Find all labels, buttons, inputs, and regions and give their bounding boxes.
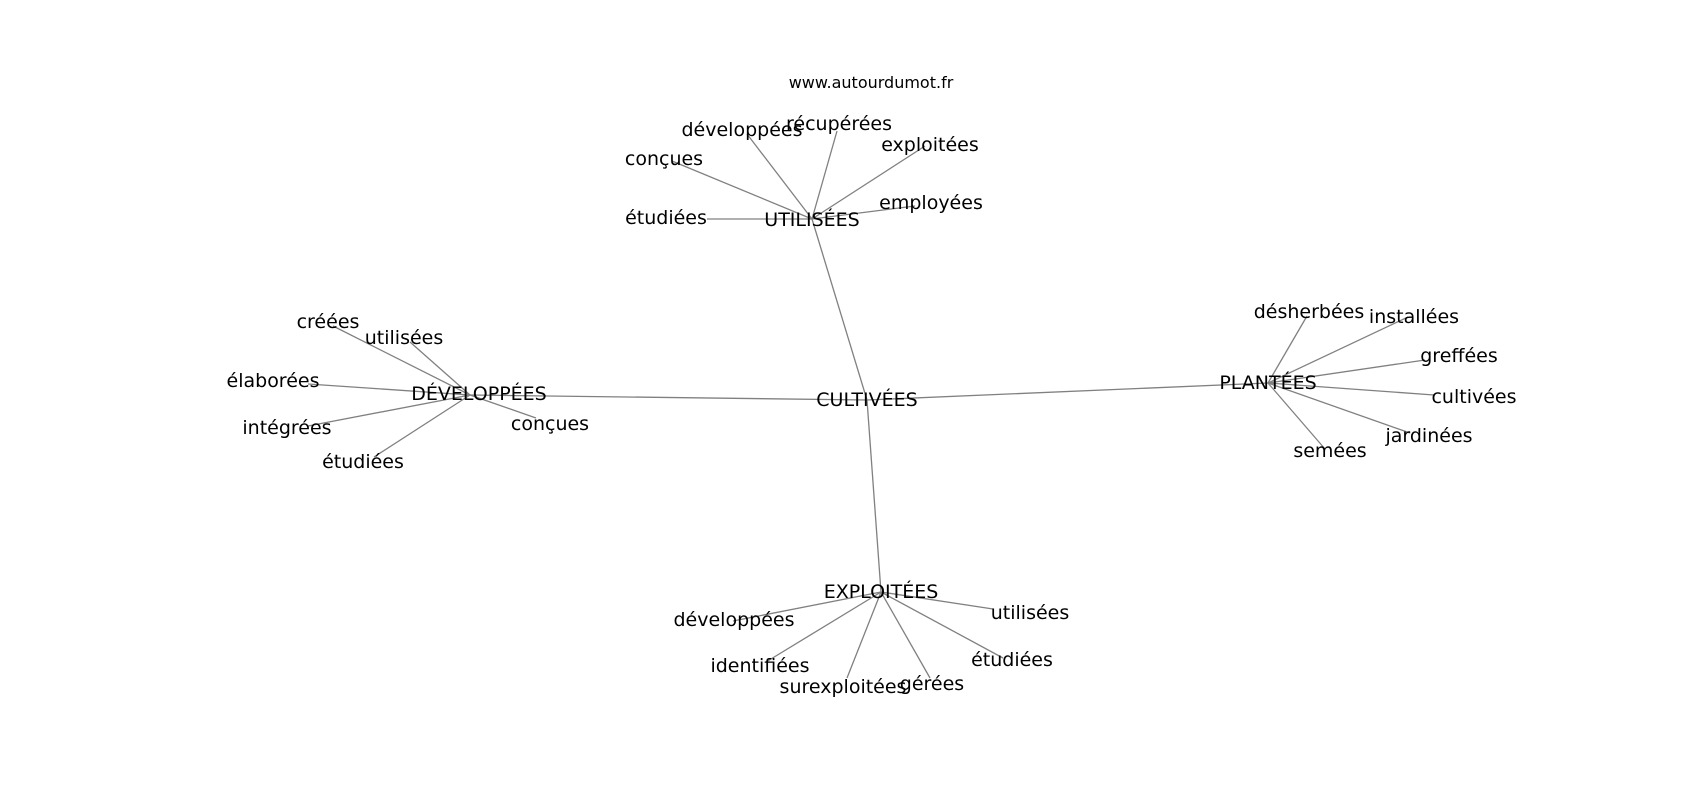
edge-center-utilisees	[811, 218, 868, 401]
leaf-word: créées	[297, 311, 360, 333]
edge-exploitees-1	[765, 591, 882, 663]
edge-center-exploitees	[866, 399, 882, 593]
leaf-word: désherbées	[1254, 301, 1365, 323]
leaf-word: récupérées	[786, 113, 892, 135]
edge-developpees-5	[469, 394, 537, 419]
leaf-word: identifiées	[710, 655, 809, 677]
leaf-word: cultivées	[1431, 386, 1516, 408]
hub-word-utilisees: UTILISÉES	[764, 208, 859, 231]
leaf-word: utilisées	[991, 602, 1070, 624]
edge-exploitees-2	[846, 591, 882, 679]
edge-plantees-5	[1267, 382, 1326, 450]
edge-developpees-3	[307, 394, 471, 427]
leaf-word: utilisées	[365, 327, 444, 349]
edges-layer	[307, 130, 1435, 679]
leaf-word: greffées	[1420, 345, 1498, 367]
leaf-word: étudiées	[322, 451, 404, 473]
edge-developpees-0	[332, 325, 471, 396]
edge-plantees-0	[1267, 315, 1308, 384]
hub-word-developpees: DÉVELOPPÉES	[411, 382, 547, 405]
edge-exploitees-5	[880, 591, 994, 610]
edge-plantees-4	[1267, 382, 1411, 434]
edge-utilisees-3	[811, 130, 838, 220]
leaf-word: étudiées	[625, 207, 707, 229]
leaf-word: développées	[674, 609, 795, 631]
source-url: www.autourdumot.fr	[789, 73, 954, 92]
edge-utilisees-1	[671, 160, 813, 220]
edge-exploitees-3	[880, 591, 931, 679]
leaf-word: intégrées	[242, 417, 331, 439]
leaf-word: développées	[682, 119, 803, 141]
edge-utilisees-2	[746, 133, 813, 220]
edge-developpees-1	[409, 341, 471, 396]
leaf-word: gérées	[900, 673, 964, 695]
edge-developpees-4	[373, 394, 471, 458]
labels-layer: www.autourdumot.fr CULTIVÉES UTILISÉES ét…	[227, 73, 1517, 698]
edge-plantees-3	[1267, 382, 1435, 396]
edge-developpees-2	[307, 383, 471, 396]
hub-word-plantees: PLANTÉES	[1219, 371, 1316, 394]
edge-center-developpees	[469, 394, 868, 401]
leaf-word: conçues	[625, 148, 703, 170]
leaf-word: conçues	[511, 413, 589, 435]
leaf-word: exploitées	[881, 134, 979, 156]
leaf-word: semées	[1293, 440, 1366, 462]
edge-exploitees-4	[880, 591, 1004, 659]
edge-utilisees-4	[811, 145, 926, 220]
leaf-word: installées	[1369, 306, 1459, 328]
hub-word-exploitees: EXPLOITÉES	[824, 580, 939, 603]
leaf-word: surexploitées	[780, 676, 907, 698]
edge-center-plantees	[866, 382, 1269, 401]
leaf-word: étudiées	[971, 649, 1053, 671]
leaf-word: élaborées	[227, 370, 320, 392]
edge-plantees-2	[1267, 359, 1426, 384]
center-word: CULTIVÉES	[816, 388, 917, 411]
edge-exploitees-0	[732, 591, 882, 622]
leaf-word: employées	[879, 192, 983, 214]
edge-utilisees-5	[811, 205, 916, 220]
edge-plantees-1	[1267, 316, 1409, 384]
leaf-word: jardinées	[1384, 425, 1472, 447]
